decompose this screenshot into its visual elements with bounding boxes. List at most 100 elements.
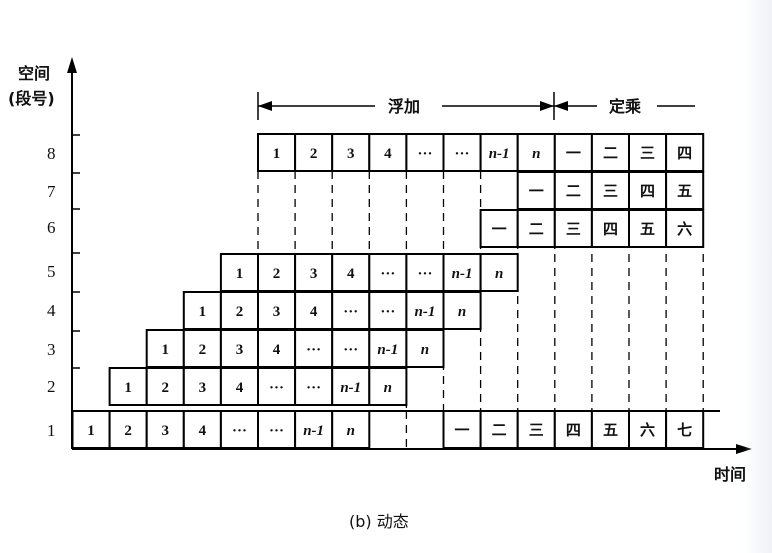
phase-fixed-label: 定乘 xyxy=(608,97,641,116)
x-axis-label: 时间 xyxy=(714,465,746,484)
cell-text: ··· xyxy=(306,380,321,396)
cell-text: n-1 xyxy=(377,342,398,358)
cell-6-0: 一 xyxy=(479,209,519,248)
cell-text: n xyxy=(495,266,503,282)
page-edge-shade xyxy=(744,0,772,553)
cell-2-0: 1 xyxy=(108,367,148,406)
y-axis-label: 空间 xyxy=(18,64,50,83)
cell-text: n-1 xyxy=(415,304,436,320)
cell-4-3: 4 xyxy=(294,291,334,330)
cell-text: 3 xyxy=(347,146,355,162)
cell-4-7: n xyxy=(442,291,482,330)
cell-text: 五 xyxy=(677,182,692,200)
cell-text: 五 xyxy=(640,220,655,238)
cell-3-2: 3 xyxy=(219,329,259,368)
row-label-1: 1 xyxy=(47,421,56,440)
cell-text: 四 xyxy=(603,220,618,238)
cell-1a-6: n-1 xyxy=(294,410,334,449)
cell-text: 五 xyxy=(603,421,618,439)
cell-5-7: n xyxy=(479,253,519,292)
cell-text: ··· xyxy=(343,342,358,358)
cell-7-2: 三 xyxy=(590,171,631,210)
cell-1a-7: n xyxy=(331,410,371,449)
cell-1a-3: 4 xyxy=(182,410,222,449)
cell-text: 2 xyxy=(236,304,244,320)
cell-text: 一 xyxy=(566,144,581,162)
cell-1a-2: 3 xyxy=(145,410,185,449)
cell-text: 4 xyxy=(347,266,355,282)
cell-3-0: 1 xyxy=(145,329,185,368)
cell-8-11: 四 xyxy=(665,133,705,172)
cell-1b-2: 三 xyxy=(516,410,556,449)
cell-2-3: 4 xyxy=(219,367,259,406)
cell-1b-3: 四 xyxy=(553,410,593,449)
cell-text: 二 xyxy=(492,421,507,439)
cell-1a-1: 2 xyxy=(108,410,148,449)
cell-text: 三 xyxy=(566,220,581,238)
cell-7-0: 一 xyxy=(516,171,556,210)
cell-text: n-1 xyxy=(489,146,510,162)
cell-7-1: 二 xyxy=(553,171,593,210)
cell-text: ··· xyxy=(380,266,395,282)
cell-text: 2 xyxy=(124,423,132,439)
cell-4-1: 2 xyxy=(219,291,259,330)
cell-text: 一 xyxy=(455,421,470,439)
cell-5-5: ··· xyxy=(405,253,445,292)
cell-text: 二 xyxy=(603,144,618,162)
cell-text: 2 xyxy=(273,266,281,282)
cell-text: 1 xyxy=(162,342,170,358)
cell-text: n-1 xyxy=(452,266,473,282)
cell-text: 2 xyxy=(199,342,207,358)
cell-text: 三 xyxy=(603,182,618,200)
cell-8-9: 二 xyxy=(590,133,631,172)
cell-4-0: 1 xyxy=(182,291,222,330)
cell-text: 六 xyxy=(677,220,692,238)
cell-text: ··· xyxy=(232,423,247,439)
phase-fixed-bracket xyxy=(554,101,695,111)
cell-text: 四 xyxy=(640,182,655,200)
cell-text: 4 xyxy=(236,380,244,396)
cell-8-6: n-1 xyxy=(479,133,519,172)
cell-2-6: n-1 xyxy=(331,367,371,406)
cell-5-6: n-1 xyxy=(442,253,482,292)
cell-text: ··· xyxy=(269,380,284,396)
cell-1a-0: 1 xyxy=(71,410,111,449)
cell-8-7: n xyxy=(516,133,556,172)
cell-4-2: 3 xyxy=(257,291,297,330)
cell-text: ··· xyxy=(306,342,321,358)
cell-4-6: n-1 xyxy=(405,291,445,330)
cell-text: 1 xyxy=(124,380,132,396)
cell-8-5: ··· xyxy=(442,133,482,172)
row-label-6: 6 xyxy=(47,218,56,237)
cell-text: ··· xyxy=(417,266,432,282)
row-label-7: 7 xyxy=(47,182,56,201)
cell-text: 二 xyxy=(566,182,581,200)
row-label-4: 4 xyxy=(47,301,56,320)
cell-text: 3 xyxy=(273,304,281,320)
cell-text: 3 xyxy=(199,380,207,396)
cell-1b-6: 七 xyxy=(665,410,705,449)
cell-2-1: 2 xyxy=(145,367,185,406)
row-label-3: 3 xyxy=(47,340,56,359)
cell-text: ··· xyxy=(380,304,395,320)
cell-8-10: 三 xyxy=(628,133,668,172)
cell-text: 1 xyxy=(199,304,207,320)
phase-float-label: 浮加 xyxy=(388,97,420,116)
cell-text: ··· xyxy=(455,146,470,162)
cell-text: 3 xyxy=(310,266,318,282)
cell-1b-1: 二 xyxy=(479,410,519,449)
cell-3-3: 4 xyxy=(257,329,297,368)
cell-1a-5: ··· xyxy=(257,410,297,449)
cell-3-1: 2 xyxy=(182,329,222,368)
row-label-8: 8 xyxy=(47,144,56,163)
cell-text: ··· xyxy=(343,304,358,320)
cell-8-0: 1 xyxy=(257,133,297,172)
cell-text: 4 xyxy=(199,423,207,439)
cell-text: 二 xyxy=(529,220,544,238)
cell-text: 2 xyxy=(162,380,170,396)
cell-text: 1 xyxy=(273,146,281,162)
cell-5-2: 3 xyxy=(294,253,334,292)
cell-6-2: 三 xyxy=(553,209,593,248)
cell-text: n xyxy=(532,146,540,162)
cell-6-1: 二 xyxy=(516,209,556,248)
